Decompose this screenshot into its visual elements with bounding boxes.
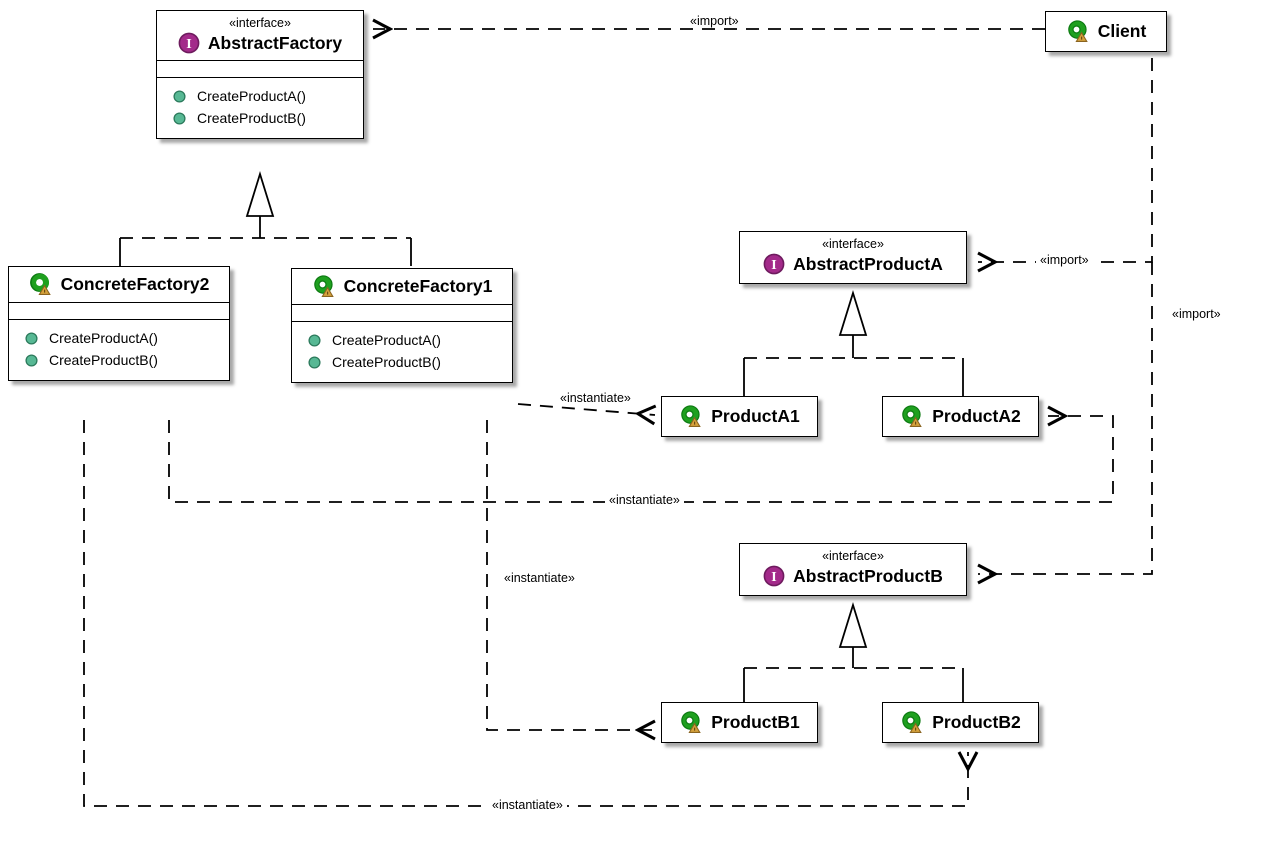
edge-concretefactory1-to-producta1 bbox=[517, 403, 655, 415]
node-title-abstract-product-b: AbstractProductB bbox=[793, 566, 943, 586]
class-icon bbox=[679, 710, 703, 734]
node-concrete-factory-1[interactable]: ConcreteFactory1 CreateProductA() C bbox=[291, 268, 513, 383]
node-title-abstract-product-a: AbstractProductA bbox=[793, 254, 943, 274]
method-row[interactable]: CreateProductA() bbox=[9, 327, 229, 349]
stereotype-interface: «interface» bbox=[229, 16, 291, 30]
edge-label-client-abstractproducta: «import» bbox=[1036, 253, 1093, 267]
attributes-compartment-concrete-factory-1 bbox=[292, 305, 512, 322]
node-title-product-b2: ProductB2 bbox=[932, 712, 1021, 732]
edge-concretefactory2-to-producta2 bbox=[168, 416, 1114, 503]
svg-text:I: I bbox=[771, 570, 776, 585]
public-method-icon bbox=[308, 355, 321, 369]
class-icon bbox=[679, 404, 703, 428]
methods-compartment-concrete-factory-2: CreateProductA() CreateProductB() bbox=[9, 320, 229, 380]
node-title-product-a1: ProductA1 bbox=[711, 406, 800, 426]
class-icon bbox=[900, 710, 924, 734]
node-title-product-a2: ProductA2 bbox=[932, 406, 1021, 426]
method-label: CreateProductB() bbox=[332, 354, 441, 370]
method-row[interactable]: CreateProductB() bbox=[292, 351, 512, 373]
class-icon bbox=[29, 272, 53, 296]
node-header-product-a2: ProductA2 bbox=[883, 397, 1038, 436]
node-header-concrete-factory-1: ConcreteFactory1 bbox=[292, 269, 512, 305]
method-label: CreateProductA() bbox=[332, 332, 441, 348]
node-header-abstract-factory: «interface» I AbstractFactory bbox=[157, 11, 363, 61]
node-abstract-factory[interactable]: «interface» I AbstractFactory bbox=[156, 10, 364, 139]
edge-client-to-abstractproducta bbox=[978, 58, 1153, 262]
edge-concretefactory1-to-productb1 bbox=[486, 420, 655, 730]
edge-concretefactory2-to-productb2 bbox=[83, 420, 968, 807]
method-row[interactable]: CreateProductB() bbox=[9, 349, 229, 371]
public-method-icon bbox=[25, 353, 38, 367]
edge-label-client-abstractfactory: «import» bbox=[686, 14, 743, 28]
node-abstract-product-a[interactable]: «interface» I AbstractProductA bbox=[739, 231, 967, 284]
node-title-concrete-factory-2: ConcreteFactory2 bbox=[60, 274, 210, 294]
node-product-b2[interactable]: ProductB2 bbox=[882, 702, 1039, 743]
node-product-a1[interactable]: ProductA1 bbox=[661, 396, 818, 437]
edge-label-client-abstractproductb: «import» bbox=[1168, 307, 1225, 321]
node-header-abstract-product-b: «interface» I AbstractProductB bbox=[740, 544, 966, 595]
method-row[interactable]: CreateProductB() bbox=[157, 107, 363, 129]
node-abstract-product-b[interactable]: «interface» I AbstractProductB bbox=[739, 543, 967, 596]
edge-client-to-abstractproductb bbox=[978, 262, 1153, 574]
node-product-b1[interactable]: ProductB1 bbox=[661, 702, 818, 743]
edge-label-concretefactory1-productb1: «instantiate» bbox=[500, 571, 579, 585]
method-label: CreateProductA() bbox=[49, 330, 158, 346]
public-method-icon bbox=[308, 333, 321, 347]
attributes-compartment-abstract-factory bbox=[157, 61, 363, 78]
edge-productsb-to-abstractproductb bbox=[743, 601, 964, 702]
edge-productsa-to-abstractproducta bbox=[743, 289, 964, 396]
edge-label-concretefactory2-producta2: «instantiate» bbox=[605, 493, 684, 507]
node-concrete-factory-2[interactable]: ConcreteFactory2 CreateProductA() C bbox=[8, 266, 230, 381]
node-header-product-b2: ProductB2 bbox=[883, 703, 1038, 742]
edge-concretefactories-to-abstractfactory bbox=[119, 170, 412, 266]
stereotype-interface: «interface» bbox=[822, 549, 884, 563]
public-method-icon bbox=[173, 111, 186, 125]
methods-compartment-concrete-factory-1: CreateProductA() CreateProductB() bbox=[292, 322, 512, 382]
interface-icon: I bbox=[178, 32, 200, 54]
methods-compartment-abstract-factory: CreateProductA() CreateProductB() bbox=[157, 78, 363, 138]
method-label: CreateProductB() bbox=[49, 352, 158, 368]
class-icon bbox=[900, 404, 924, 428]
node-title-product-b1: ProductB1 bbox=[711, 712, 800, 732]
method-label: CreateProductA() bbox=[197, 88, 306, 104]
stereotype-interface: «interface» bbox=[822, 237, 884, 251]
class-icon bbox=[1066, 19, 1090, 43]
edge-label-concretefactory1-producta1: «instantiate» bbox=[556, 391, 635, 405]
node-header-client: Client bbox=[1046, 12, 1166, 51]
node-title-concrete-factory-1: ConcreteFactory1 bbox=[343, 276, 493, 296]
node-product-a2[interactable]: ProductA2 bbox=[882, 396, 1039, 437]
public-method-icon bbox=[25, 331, 38, 345]
node-header-abstract-product-a: «interface» I AbstractProductA bbox=[740, 232, 966, 283]
node-title-abstract-factory: AbstractFactory bbox=[207, 33, 343, 53]
node-header-product-b1: ProductB1 bbox=[662, 703, 817, 742]
node-client[interactable]: Client bbox=[1045, 11, 1167, 52]
node-header-product-a1: ProductA1 bbox=[662, 397, 817, 436]
method-row[interactable]: CreateProductA() bbox=[292, 329, 512, 351]
attributes-compartment-concrete-factory-2 bbox=[9, 303, 229, 320]
public-method-icon bbox=[173, 89, 186, 103]
edge-label-concretefactory2-productb2: «instantiate» bbox=[488, 798, 567, 812]
class-icon bbox=[312, 274, 336, 298]
svg-text:I: I bbox=[186, 37, 191, 52]
interface-icon: I bbox=[763, 253, 785, 275]
node-title-client: Client bbox=[1097, 21, 1147, 41]
interface-icon: I bbox=[763, 565, 785, 587]
method-row[interactable]: CreateProductA() bbox=[157, 85, 363, 107]
method-label: CreateProductB() bbox=[197, 110, 306, 126]
svg-text:I: I bbox=[771, 258, 776, 273]
node-header-concrete-factory-2: ConcreteFactory2 bbox=[9, 267, 229, 303]
